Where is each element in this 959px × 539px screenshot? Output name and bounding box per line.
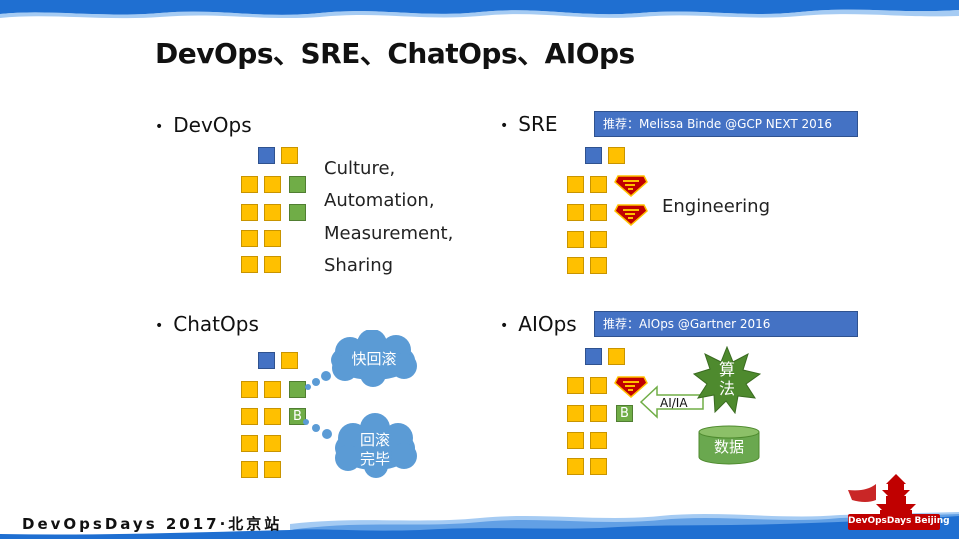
superman-icon (614, 376, 648, 398)
devops-bullet-label: DevOps (173, 113, 252, 137)
devops-block (281, 147, 298, 164)
aiops-recommend-box: 推荐：AIOps @Gartner 2016 (594, 311, 858, 337)
footer-brand: DevOpsDays 2017·北京站 (22, 515, 283, 533)
superman-icon (614, 204, 648, 226)
database-icon (698, 425, 760, 465)
left-arrow-icon (640, 385, 704, 419)
sre-block (567, 204, 584, 221)
chatops-block (241, 381, 258, 398)
sre-block (567, 257, 584, 274)
chatops-block (264, 435, 281, 452)
cloud-2-line2: 完毕 (359, 450, 390, 468)
chatops-block-b: B (289, 408, 306, 425)
chatops-block (281, 352, 298, 369)
superman-icon (614, 175, 648, 197)
cloud-2-text: 回滚 完毕 (345, 431, 405, 469)
chatops-block (241, 408, 258, 425)
chatops-block-green (289, 381, 306, 398)
aiops-block (608, 348, 625, 365)
aiops-bullet: • AIOps (500, 312, 577, 336)
chatops-bullet-label: ChatOps (173, 312, 259, 336)
sre-block (608, 147, 625, 164)
sre-block (567, 231, 584, 248)
bottom-wave-decoration (0, 512, 959, 539)
aiops-block (567, 458, 584, 475)
sre-block (590, 231, 607, 248)
sre-recommend-box: 推荐：Melissa Binde @GCP NEXT 2016 (594, 111, 858, 137)
devops-block (241, 204, 258, 221)
aiops-block-b: B (616, 405, 633, 422)
devops-culture: Culture, (324, 158, 396, 179)
database-label: 数据 (713, 438, 744, 456)
algorithm-star-icon (693, 346, 761, 414)
devops-sharing: Sharing (324, 255, 394, 276)
sre-block (590, 176, 607, 193)
devops-block (241, 176, 258, 193)
aiops-block (590, 432, 607, 449)
devops-bullet: • DevOps (155, 113, 252, 137)
top-wave-decoration (0, 0, 959, 19)
algorithm-star-line2: 法 (718, 379, 735, 398)
algorithm-star-line1: 算 (718, 360, 735, 379)
cloud-1-text: 快回滚 (351, 350, 397, 368)
devops-block-green (289, 176, 306, 193)
aiops-block (567, 432, 584, 449)
slide-title: DevOps、SRE、ChatOps、AIOps (155, 37, 635, 70)
aiops-block (590, 405, 607, 422)
sre-block (590, 257, 607, 274)
algorithm-star-text: 算 法 (711, 360, 743, 398)
devops-block (241, 230, 258, 247)
sre-block (567, 176, 584, 193)
aiops-block-blue (585, 348, 602, 365)
devops-block (264, 256, 281, 273)
aiops-block (567, 377, 584, 394)
sre-block-blue (585, 147, 602, 164)
cloud-2-line1: 回滚 (359, 431, 390, 449)
bullet-dot-icon: • (155, 317, 164, 334)
devops-block (264, 204, 281, 221)
devops-block (241, 256, 258, 273)
chatops-block-blue (258, 352, 275, 369)
devopsdays-beijing-logo-icon (848, 474, 940, 530)
bullet-dot-icon: • (155, 118, 164, 135)
sre-engineering: Engineering (662, 196, 770, 217)
devops-measurement: Measurement, (324, 223, 454, 244)
cloud-1-shape (331, 330, 417, 387)
ai-ia-label: AI/IA (660, 396, 688, 410)
chatops-block (264, 381, 281, 398)
chat-clouds (303, 330, 417, 478)
devops-block-blue (258, 147, 275, 164)
devops-automation: Automation, (324, 190, 435, 211)
aiops-block (567, 405, 584, 422)
chatops-bullet: • ChatOps (155, 312, 259, 336)
aiops-block (590, 377, 607, 394)
bullet-dot-icon: • (500, 317, 509, 334)
bullet-dot-icon: • (500, 117, 509, 134)
cloud-2-shape (335, 413, 417, 478)
aiops-bullet-label: AIOps (518, 312, 577, 336)
chatops-block (264, 408, 281, 425)
devops-block-green (289, 204, 306, 221)
sre-bullet: • SRE (500, 112, 558, 136)
aiops-block (590, 458, 607, 475)
logo-text: DevOpsDays Beijing (848, 516, 950, 526)
chatops-block (264, 461, 281, 478)
sre-bullet-label: SRE (518, 112, 558, 136)
sre-block (590, 204, 607, 221)
devops-block (264, 176, 281, 193)
chatops-block (241, 461, 258, 478)
devops-block (264, 230, 281, 247)
chatops-block (241, 435, 258, 452)
